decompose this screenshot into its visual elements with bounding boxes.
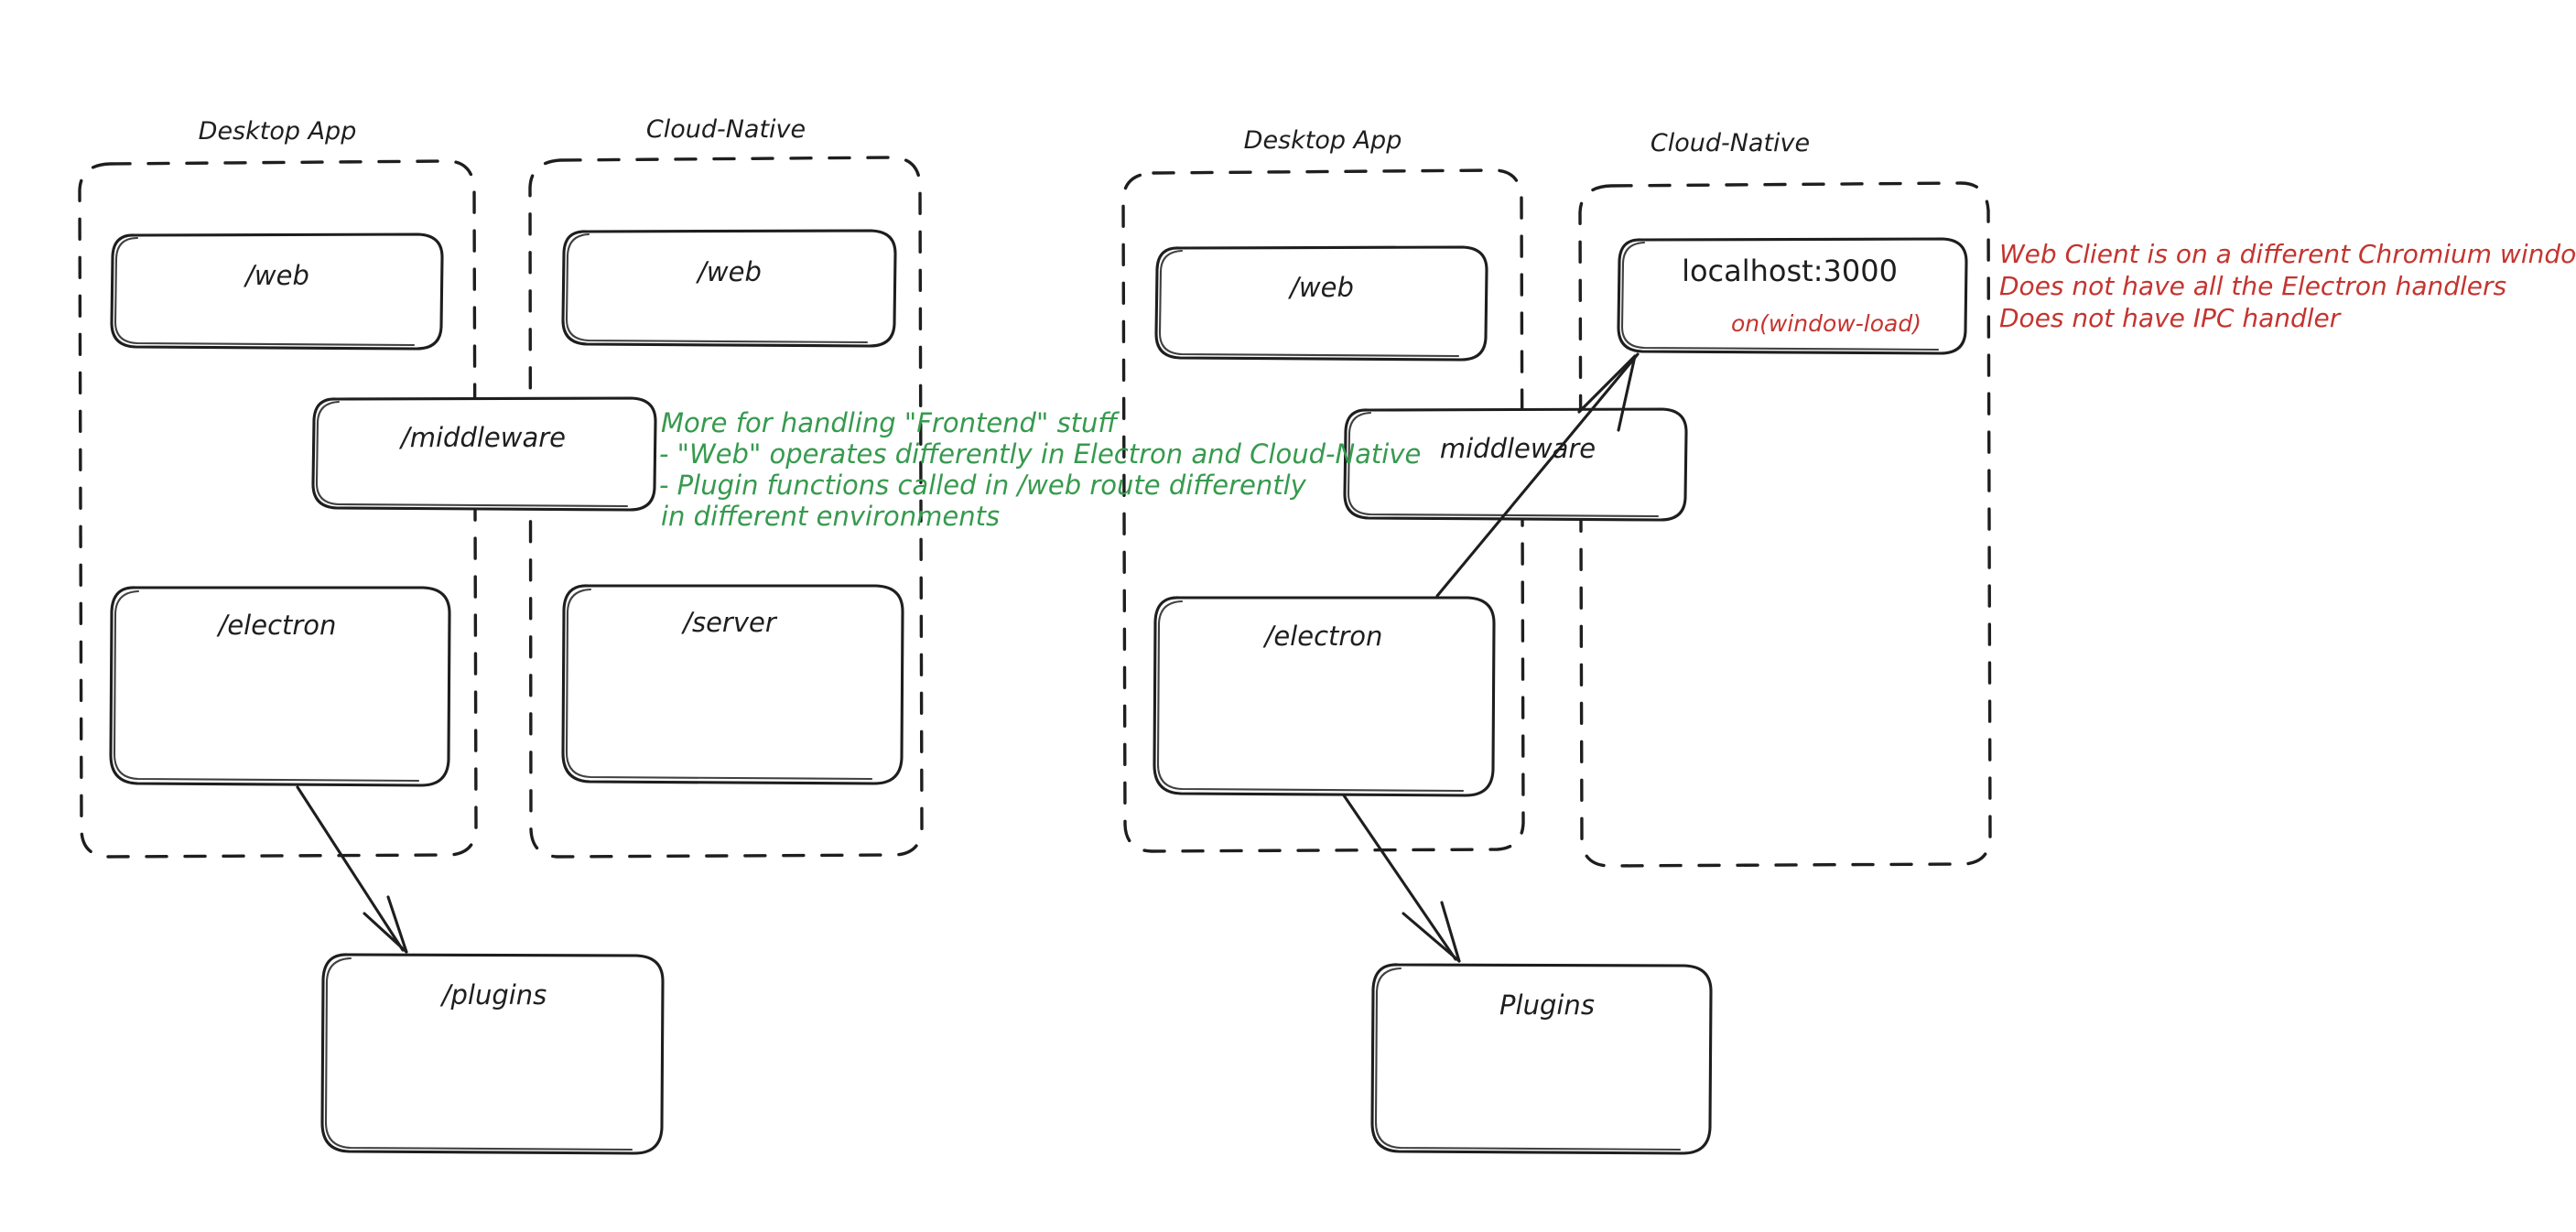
dashed-container-outline — [78, 159, 478, 859]
right-box-localhost[interactable]: localhost:3000 on(window-load) — [1617, 237, 1968, 355]
box-outline — [561, 584, 904, 785]
right-box-label-middleware: middleware — [1440, 433, 1596, 464]
box-outline — [109, 586, 451, 787]
right-box-sublabel-on-window-load: on(window-load) — [1731, 310, 1921, 337]
box-outline-sketch-pass — [113, 589, 420, 783]
left-group-desktop-app: Desktop App — [78, 117, 478, 859]
right-box-electron[interactable]: /electron — [1153, 596, 1496, 797]
box-outline — [110, 232, 444, 351]
green-note-line-4: in different environments — [661, 501, 1000, 532]
right-box-label-localhost: localhost:3000 — [1682, 254, 1898, 288]
left-group-cloud-native: Cloud-Native — [528, 115, 924, 859]
arrow-shaft — [1435, 352, 1640, 598]
arrow-shaft — [296, 785, 405, 952]
box-outline-sketch-pass — [1347, 411, 1660, 518]
dashed-container-outline — [1121, 168, 1525, 853]
left-box-electron[interactable]: /electron — [109, 586, 451, 787]
box-outline-sketch-pass — [315, 400, 629, 508]
box-outline-sketch-pass — [565, 588, 873, 781]
box-outline — [320, 953, 665, 1155]
arrow-head-right-barb — [386, 895, 408, 954]
left-box-label-web-cloud: /web — [695, 256, 762, 287]
red-note-line-2: Does not have all the Electron handlers — [1999, 271, 2506, 301]
red-note-line-3: Does not have IPC handler — [1999, 303, 2342, 333]
red-note-line-1: Web Client is on a different Chromium wi… — [1999, 239, 2576, 269]
right-box-middleware[interactable]: middleware — [1343, 407, 1688, 522]
right-group-label-cloud-native: Cloud-Native — [1651, 129, 1810, 157]
red-note: Web Client is on a different Chromium wi… — [1999, 239, 2576, 333]
right-group-cloud-native: Cloud-Native — [1578, 129, 1992, 868]
dashed-container-outline — [1578, 181, 1992, 868]
arrow-head-right-barb — [1440, 901, 1461, 963]
arrow-head-left-barb — [363, 912, 408, 954]
right-box-plugins[interactable]: Plugins — [1370, 963, 1713, 1155]
left-box-label-electron: /electron — [216, 610, 337, 641]
left-box-label-web-desktop: /web — [243, 260, 309, 291]
box-outline-sketch-pass — [1158, 249, 1460, 358]
left-group-label-desktop-app: Desktop App — [199, 117, 357, 146]
box-outline-sketch-pass — [114, 236, 416, 347]
left-box-web-cloud[interactable]: /web — [561, 229, 897, 348]
left-box-plugins[interactable]: /plugins — [320, 953, 665, 1155]
green-note-line-2: - "Web" operates differently in Electron… — [659, 438, 1421, 470]
left-box-server[interactable]: /server — [561, 584, 904, 785]
box-outline-sketch-pass — [1156, 600, 1465, 793]
box-outline-sketch-pass — [1374, 967, 1682, 1151]
box-outline — [561, 229, 897, 348]
right-box-web[interactable]: /web — [1154, 245, 1488, 362]
box-outline — [1343, 407, 1688, 522]
green-note-line-3: - Plugin functions called in /web route … — [659, 470, 1307, 501]
left-group-label-cloud-native: Cloud-Native — [646, 115, 806, 144]
arrow-shaft — [1342, 794, 1457, 961]
box-outline-sketch-pass — [565, 232, 869, 344]
right-box-label-web: /web — [1287, 272, 1354, 303]
arrow-head-left-barb — [1577, 354, 1637, 414]
left-box-label-middleware: /middleware — [398, 422, 566, 453]
box-outline — [1154, 245, 1488, 362]
right-box-label-electron: /electron — [1262, 621, 1383, 652]
arrow-head-right-barb — [1617, 354, 1637, 432]
right-arrow-electron-to-localhost — [1435, 352, 1640, 598]
box-outline — [1617, 237, 1968, 355]
box-outline-sketch-pass — [324, 956, 633, 1151]
box-outline-sketch-pass — [1620, 241, 1940, 351]
left-arrow-electron-to-plugins — [296, 785, 408, 954]
left-box-label-plugins: /plugins — [439, 979, 547, 1010]
right-diagram: Desktop App Cloud-Native /web localhost:… — [1121, 126, 1992, 1155]
left-box-web-desktop[interactable]: /web — [110, 232, 444, 351]
box-outline — [1153, 596, 1496, 797]
box-outline — [1370, 963, 1713, 1155]
left-box-middleware[interactable]: /middleware — [311, 396, 657, 512]
arrow-head-left-barb — [1402, 912, 1461, 963]
right-box-label-plugins: Plugins — [1499, 989, 1595, 1021]
box-outline — [311, 396, 657, 512]
green-note-line-1: More for handling "Frontend" stuff — [661, 407, 1120, 438]
right-group-label-desktop-app: Desktop App — [1244, 126, 1402, 155]
left-box-label-server: /server — [680, 607, 778, 638]
dashed-container-outline — [528, 156, 924, 859]
right-arrow-electron-to-plugins — [1342, 794, 1461, 963]
left-diagram: Desktop App Cloud-Native /web /web /midd… — [78, 115, 924, 1155]
right-group-desktop-app: Desktop App — [1121, 126, 1525, 853]
green-note: More for handling "Frontend" stuff - "We… — [659, 407, 1421, 532]
